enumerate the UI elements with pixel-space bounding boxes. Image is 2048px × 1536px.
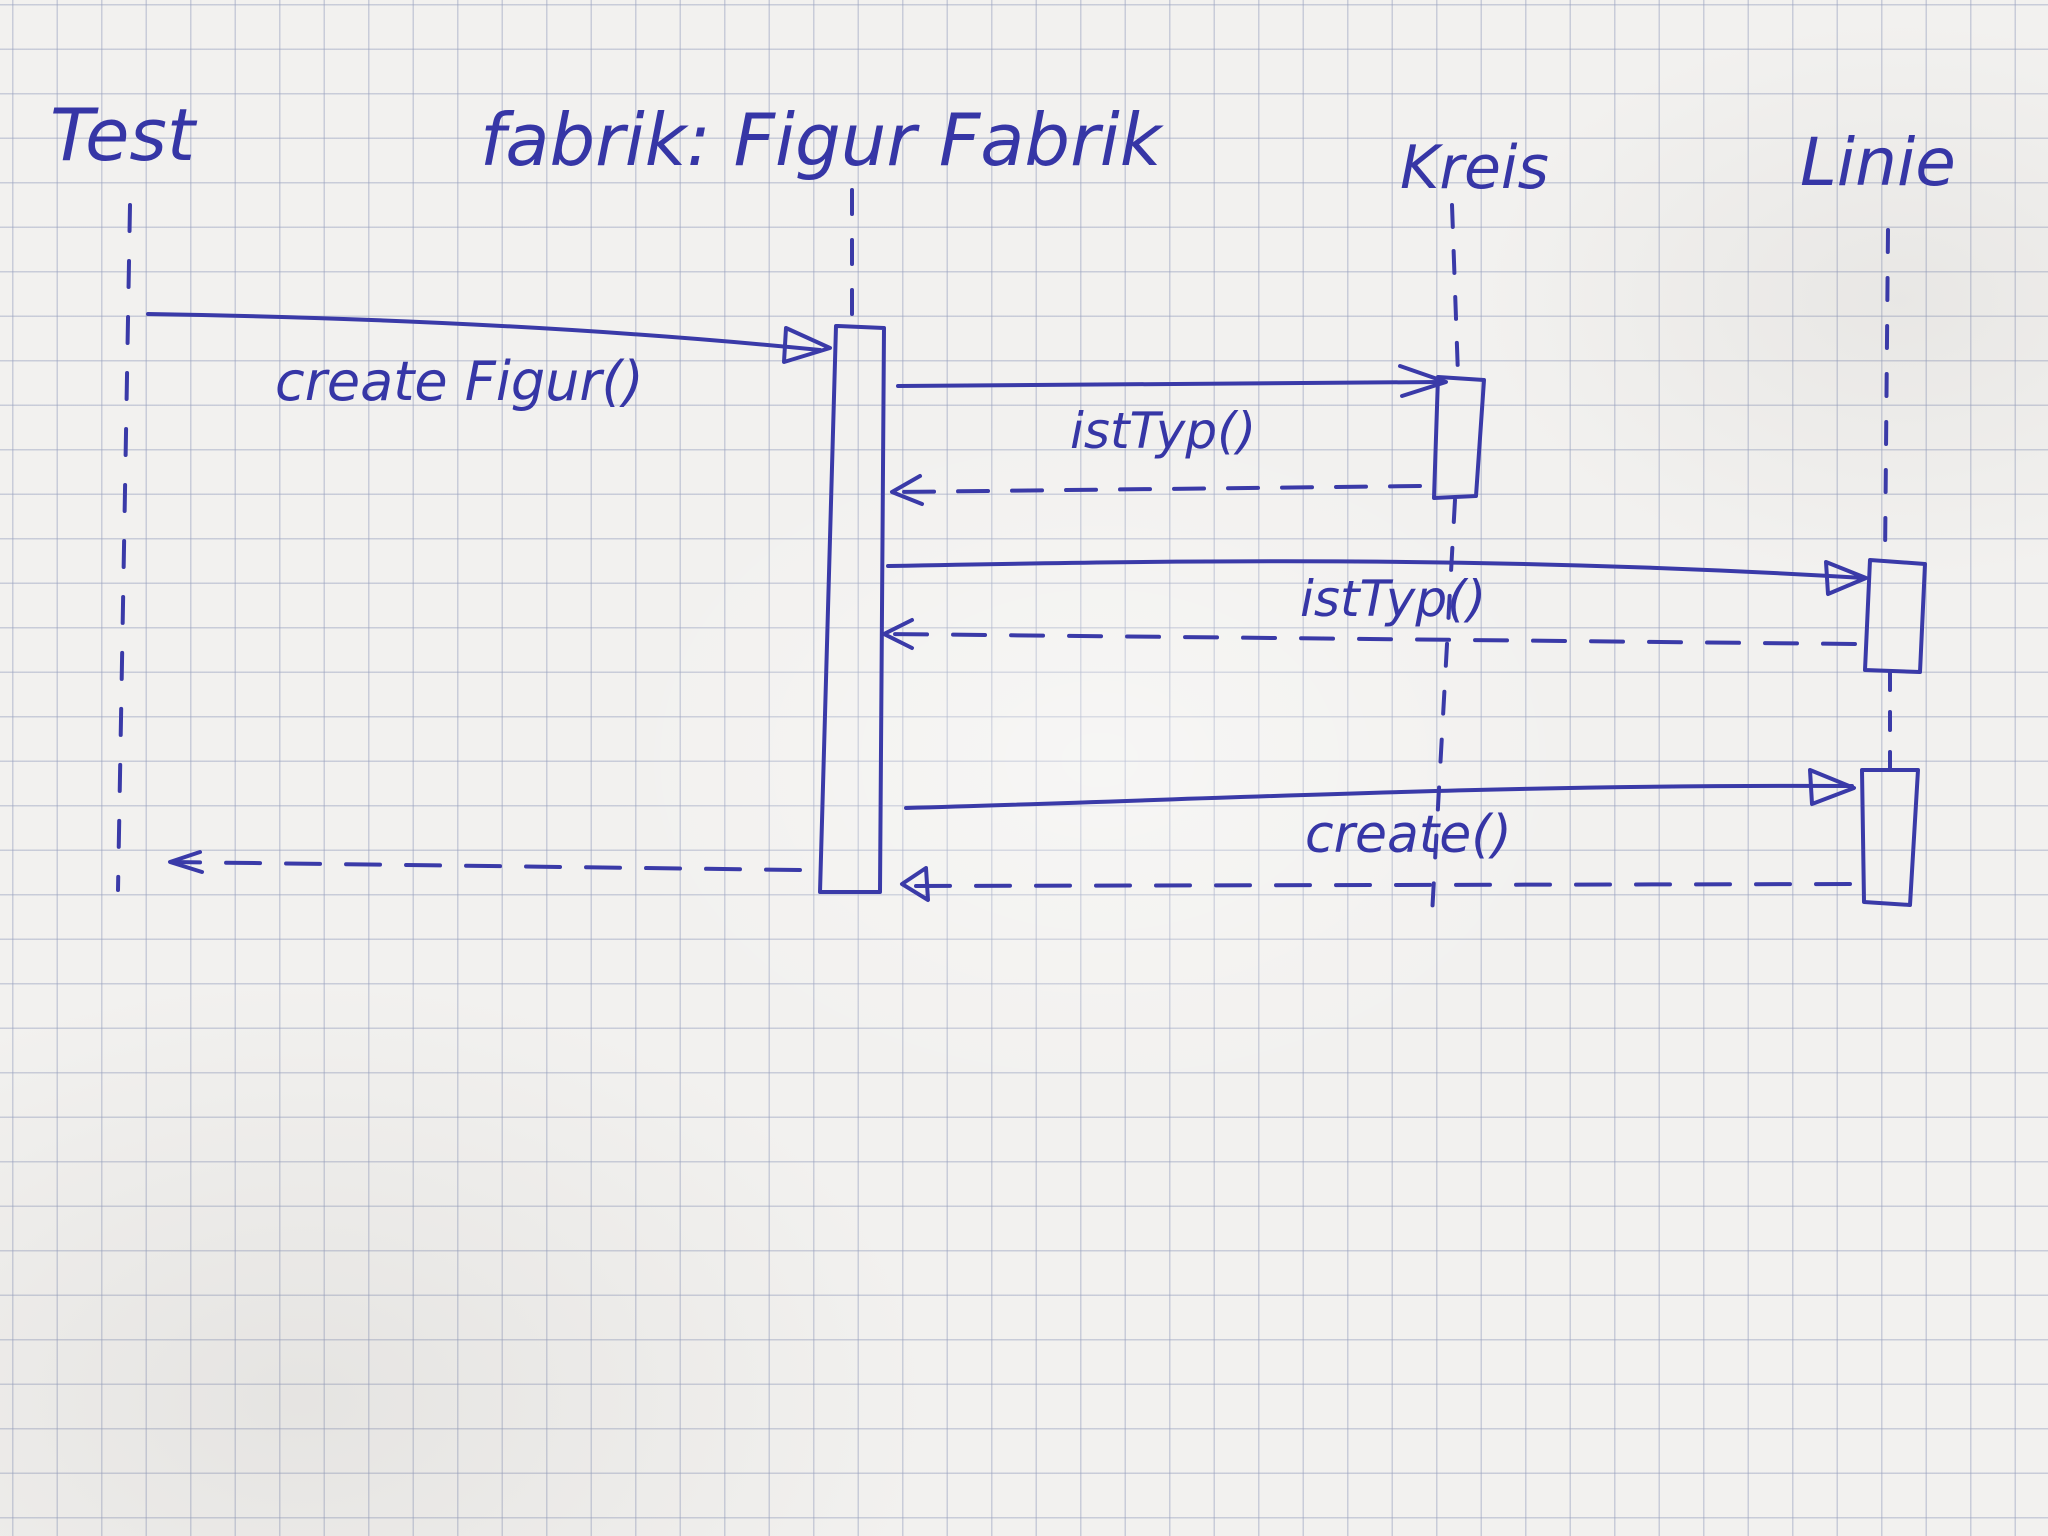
message-create-label: create() — [1305, 805, 1512, 865]
arrowhead-isttyp-linie — [1824, 560, 1868, 596]
participant-kreis-label: Kreis — [1400, 133, 1549, 203]
arrowhead-return-test — [168, 850, 204, 874]
activation-linie-1 — [1863, 558, 1927, 674]
lifeline-kreis-top — [1450, 203, 1460, 377]
arrowhead-create — [1808, 768, 1856, 806]
message-create-figur-label: create Figur() — [275, 350, 644, 413]
message-isttyp-kreis-arrow — [896, 380, 1442, 388]
participant-fabrik-label: fabrik: Figur Fabrik — [480, 98, 1165, 182]
activation-fabrik — [818, 324, 886, 894]
message-isttyp-linie-arrow — [886, 559, 1866, 580]
message-isttyp-kreis-label: istTyp() — [1070, 402, 1256, 460]
activation-linie-2 — [1860, 768, 1920, 907]
arrowhead-isttyp-kreis — [1398, 364, 1448, 398]
activation-kreis — [1432, 375, 1486, 500]
return-linie-1-arrow — [886, 632, 1857, 646]
return-linie-2-arrow — [896, 882, 1852, 888]
return-kreis-arrow — [894, 484, 1422, 494]
arrowhead-return-linie-1 — [882, 618, 914, 650]
lifeline-kreis-bottom — [1430, 498, 1457, 917]
arrowhead-return-kreis — [890, 474, 924, 506]
participant-linie-label: Linie — [1800, 124, 1956, 201]
message-create-arrow — [904, 783, 1854, 810]
lifeline-linie-top — [1883, 228, 1890, 562]
arrowhead-return-linie-2 — [900, 866, 930, 902]
message-isttyp-linie-label: istTyp() — [1300, 570, 1486, 628]
return-test-arrow — [170, 860, 802, 872]
lifeline-test — [116, 203, 132, 892]
message-create-figur-arrow — [146, 312, 822, 352]
arrowhead-create-figur — [782, 326, 832, 364]
participant-test-label: Test — [50, 93, 198, 177]
